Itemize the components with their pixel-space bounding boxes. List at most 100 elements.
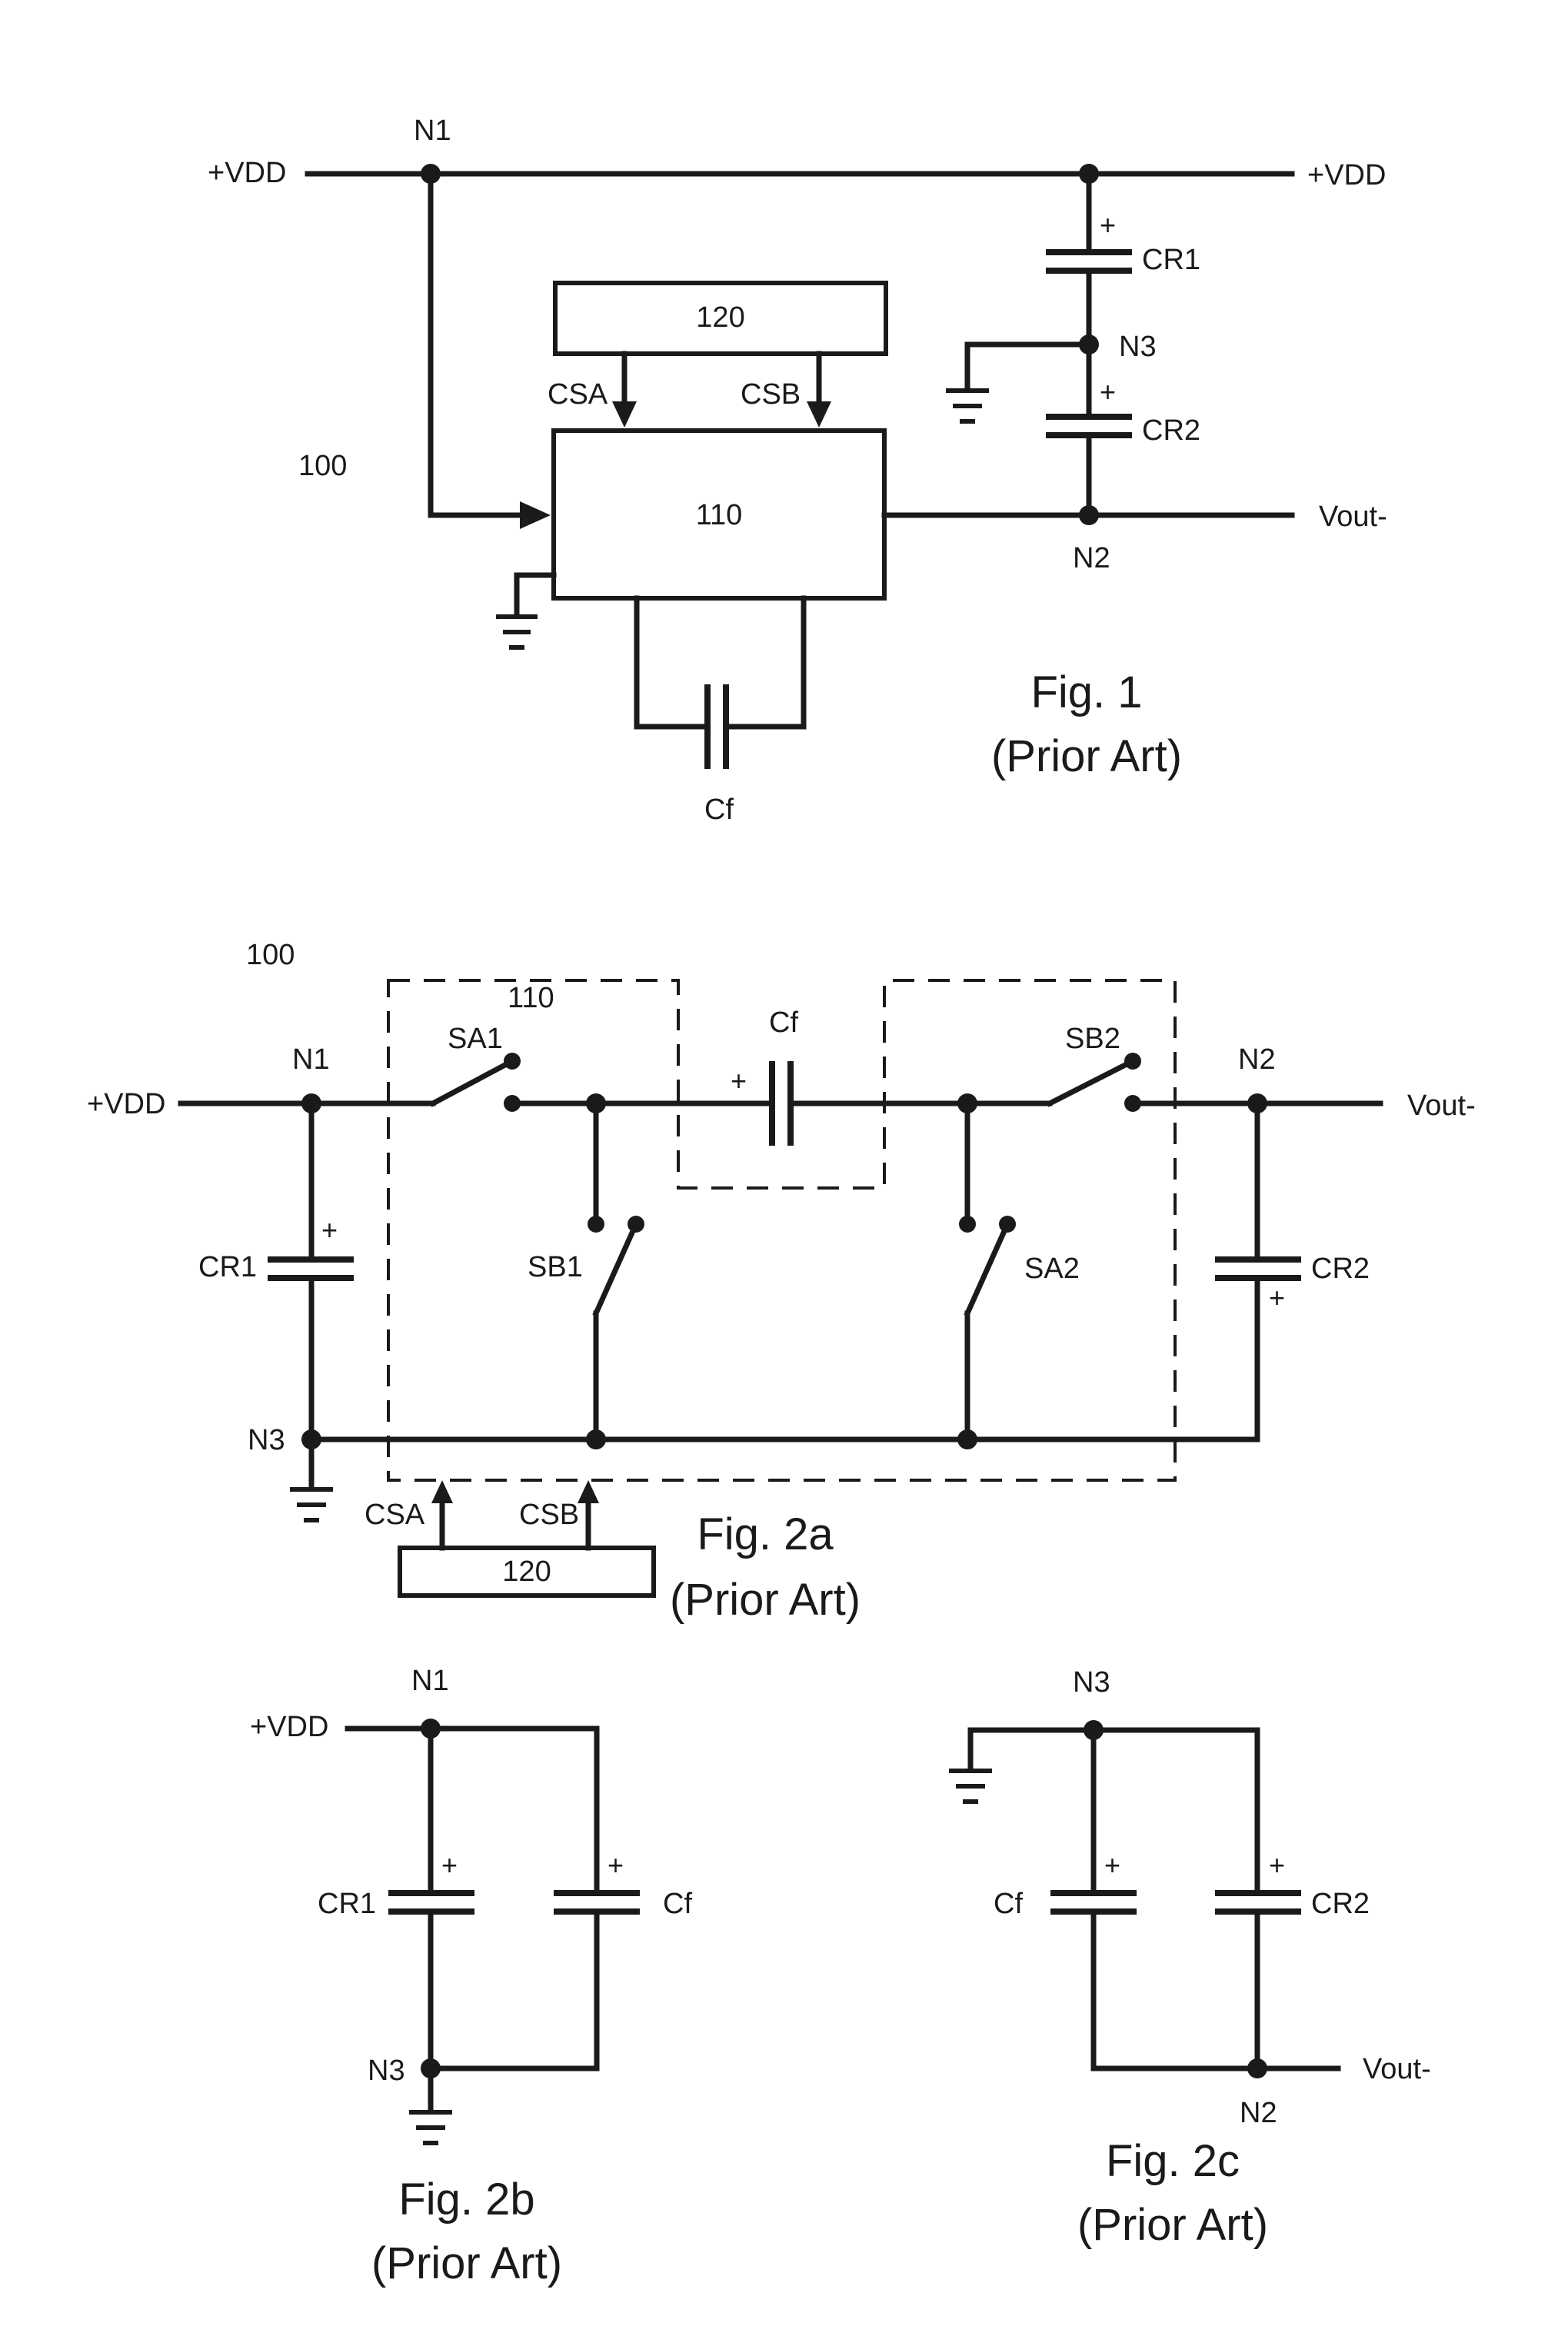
fig2c-cf-capacitor: [1050, 1893, 1137, 1912]
fig2b-cf-label: Cf: [663, 1888, 692, 1920]
fig2c-caption-sub: (Prior Art): [1077, 2200, 1268, 2250]
fig1-110-ground-wire: [517, 575, 554, 615]
fig2a-cr1-capacitor: [268, 1260, 354, 1278]
fig2a-switch-sb2-contact: [1124, 1053, 1141, 1070]
fig2c-cf-plus: +: [1104, 1849, 1120, 1881]
fig1-cf-wire-right: [727, 598, 804, 727]
fig2a-cr1-label: CR1: [198, 1251, 257, 1283]
fig2a-cr2-plus: +: [1269, 1282, 1285, 1313]
fig2a-sa2-rail-dot: [957, 1429, 977, 1449]
fig2b-cr1-plus: +: [441, 1849, 458, 1881]
fig1-input-arrowhead: [520, 501, 551, 529]
fig1-cf-capacitor: [707, 684, 726, 769]
fig1-cr2-capacitor: [1046, 417, 1132, 435]
fig2a-cr2-capacitor: [1215, 1260, 1301, 1278]
fig1-cr2-label: CR2: [1142, 414, 1200, 447]
fig2b-top-wire: [348, 1729, 597, 1892]
fig1-cr1-plus: +: [1100, 209, 1116, 241]
fig1-node-n1-dot: [421, 164, 441, 184]
fig2c-cr2-capacitor: [1215, 1893, 1301, 1912]
fig1-csb-arrowhead: [807, 401, 831, 428]
fig1-n3-ground-icon: [946, 391, 989, 421]
fig1-csa-label: CSA: [548, 378, 608, 411]
fig2c-ground-wire: [970, 1730, 1094, 1769]
fig2b-node-n1-label: N1: [411, 1665, 449, 1697]
fig1-vdd-right-label: +VDD: [1307, 159, 1386, 191]
fig2c-node-n2-label: N2: [1240, 2097, 1277, 2129]
fig1-cf-label: Cf: [704, 794, 734, 826]
fig2a-sb1-rail-dot: [586, 1429, 606, 1449]
fig2a-ground-icon: [290, 1489, 333, 1520]
fig2a-csa-label: CSA: [365, 1499, 425, 1531]
fig2a-switch-sa2-label: SA2: [1024, 1253, 1080, 1285]
fig1-cr1-capacitor: [1046, 252, 1132, 271]
fig1-node-n2-label: N2: [1073, 542, 1110, 574]
fig2a-switch-sa1-contact: [504, 1053, 521, 1070]
fig2a-node-n2-label: N2: [1238, 1043, 1276, 1076]
fig2b-cf-capacitor: [554, 1893, 640, 1912]
fig1-ref-100-label: 100: [298, 450, 347, 482]
fig2c-node-n2-dot: [1247, 2058, 1267, 2078]
fig1-caption: Fig. 1: [1030, 667, 1142, 717]
fig1-cr1-label: CR1: [1142, 244, 1200, 276]
figure-2a: 100 110 +VDD N1 SA1 + Cf SB2 N2 Vout-: [87, 939, 1476, 1625]
fig2b-bottom-wire: [431, 1913, 597, 2068]
fig2a-switch-sb1-terminal: [588, 1216, 604, 1233]
fig2c-cr2-label: CR2: [1311, 1888, 1370, 1920]
fig2a-csb-arrowhead: [578, 1480, 599, 1503]
fig2a-switch-sb1: [596, 1224, 636, 1313]
fig1-n1-to-110-wire: [431, 174, 523, 515]
fig2b-node-n3-label: N3: [368, 2055, 405, 2087]
fig2a-switch-sa1-label: SA1: [448, 1023, 503, 1055]
fig2a-block-110-label: 110: [508, 982, 554, 1014]
fig2a-cf-capacitor: [772, 1061, 791, 1146]
fig2a-switch-sa2-terminal: [959, 1216, 976, 1233]
fig2a-switch-sb2-label: SB2: [1065, 1023, 1120, 1055]
fig2a-cr2-label: CR2: [1311, 1253, 1370, 1285]
fig1-cr2-plus: +: [1100, 376, 1116, 408]
fig2a-caption: Fig. 2a: [697, 1509, 834, 1559]
fig2b-cr1-capacitor: [388, 1893, 474, 1912]
fig2c-cr2-plus: +: [1269, 1849, 1285, 1881]
figure-2c: N3 + Cf + CR2 N2 Vout- Fig. 2c (Prior Ar…: [949, 1666, 1431, 2250]
fig2c-caption: Fig. 2c: [1106, 2136, 1240, 2186]
fig2a-ref-100-label: 100: [246, 939, 295, 971]
fig2c-ground-icon: [949, 1771, 992, 1802]
fig1-csa-arrowhead: [612, 401, 637, 428]
fig2a-node-n1-label: N1: [292, 1043, 330, 1076]
fig2a-switch-sb2: [1050, 1061, 1133, 1103]
fig1-block-110-label: 110: [696, 499, 743, 531]
fig1-caption-sub: (Prior Art): [991, 731, 1182, 781]
fig2c-cf-bottom-wire: [1094, 1913, 1257, 2068]
fig1-vdd-left-label: +VDD: [208, 157, 286, 189]
fig1-node-n2-dot: [1079, 505, 1099, 525]
fig2b-caption: Fig. 2b: [398, 2175, 534, 2225]
fig1-block-120-label: 120: [696, 301, 744, 334]
fig2a-switch-sa2: [967, 1224, 1007, 1313]
fig2b-cr1-label: CR1: [318, 1888, 376, 1920]
figure-1: +VDD N1 +VDD 120 110 CSA CSB 100 Cf Vout…: [208, 115, 1387, 826]
fig2a-switch-sa1: [433, 1061, 512, 1103]
fig2a-vout-label: Vout-: [1407, 1090, 1476, 1122]
fig2c-vout-label: Vout-: [1363, 2053, 1431, 2085]
fig1-csb-label: CSB: [741, 378, 801, 411]
fig2b-cf-plus: +: [608, 1849, 624, 1881]
fig2a-n3-rail: [311, 1279, 1257, 1439]
fig2a-cr1-plus: +: [321, 1214, 338, 1246]
fig2b-vdd-label: +VDD: [250, 1711, 328, 1743]
fig1-node-n3-label: N3: [1119, 331, 1157, 363]
fig2a-cf-plus: +: [731, 1065, 747, 1096]
fig1-node-n1-label: N1: [414, 115, 451, 147]
fig2a-switch-sb1-label: SB1: [528, 1251, 583, 1283]
fig2b-caption-sub: (Prior Art): [371, 2238, 562, 2288]
fig2a-block-120-label: 120: [502, 1556, 551, 1588]
fig2c-node-n3-label: N3: [1073, 1666, 1110, 1699]
fig1-cf-wire-left: [637, 598, 706, 727]
fig2a-csa-arrowhead: [431, 1480, 453, 1503]
fig2a-csb-label: CSB: [519, 1499, 579, 1531]
fig2a-vdd-label: +VDD: [87, 1088, 165, 1120]
fig2a-cf-label: Cf: [769, 1007, 798, 1039]
fig2b-ground-icon: [409, 2112, 452, 2143]
fig2a-caption-sub: (Prior Art): [670, 1575, 861, 1625]
